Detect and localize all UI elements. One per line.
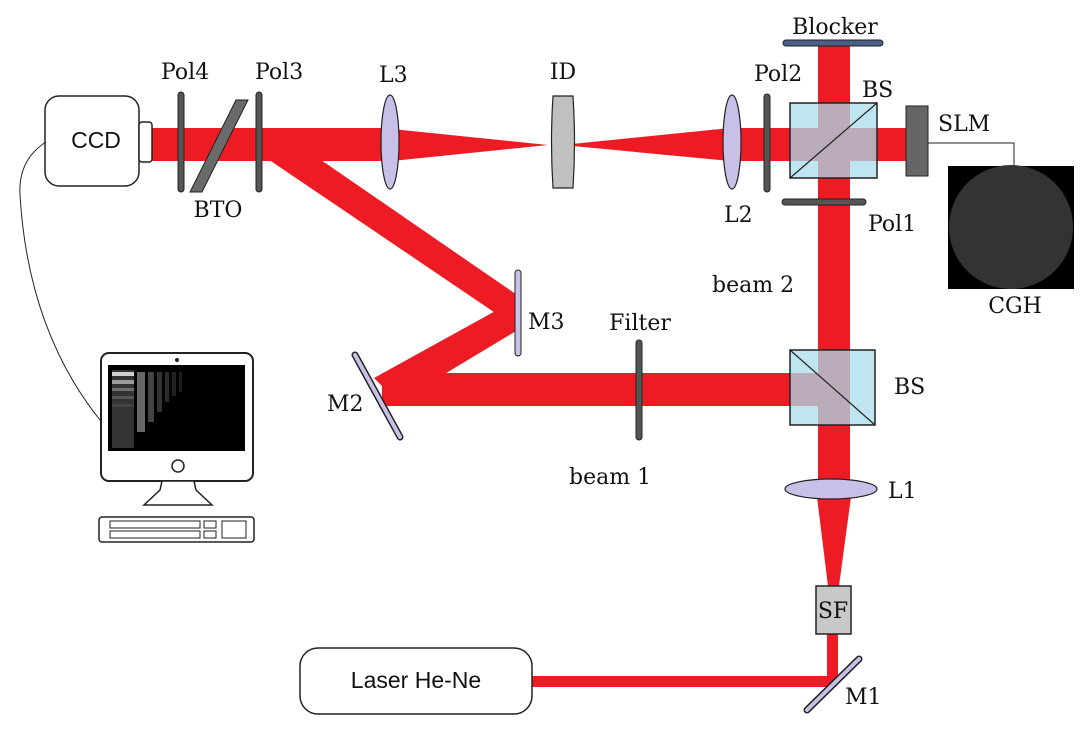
id-aperture [550,95,576,189]
beam-id-to-l3 [392,129,548,161]
polarizer-2: Pol2 [754,62,802,193]
sf-box [815,585,852,635]
blocker-label: Blocker [792,15,878,40]
l2-label: L2 [724,203,753,228]
monitor-stand [142,480,214,506]
l1-lens [784,478,878,500]
blocker: Blocker [782,15,884,47]
id-label: ID [550,60,576,85]
ccd-label: CCD [71,127,121,153]
m2-label: M2 [327,392,364,417]
bs-mid-diagonal [789,349,876,426]
bto-plate [189,99,249,193]
pol4-plate [177,91,185,193]
ccd-lens-mount [138,121,153,163]
l1-label: L1 [888,479,917,504]
filter: Filter [609,311,671,441]
pol2-plate [763,93,771,193]
polarizer-3: Pol3 [255,60,303,193]
slm: SLM [905,105,1015,177]
bto-label: BTO [194,198,243,223]
mirror-m3: M3 [514,269,565,357]
blocker-bar [782,39,884,47]
bs-mid-label: BS [894,375,925,400]
filter-label: Filter [609,311,671,336]
l3-label: L3 [379,63,408,88]
beam2-label: beam 2 [712,273,794,298]
spatial-filter: SF [815,585,852,635]
ccd-cable [19,141,101,421]
slm-cable [928,142,1015,168]
keyboard-keys [109,520,247,539]
m3-label: M3 [528,310,565,335]
cgh: CGH [948,165,1074,319]
slm-label: SLM [938,112,990,137]
polarizer-4: Pol4 [161,60,209,193]
m3-plate [514,269,522,357]
monitor-camera [175,358,179,362]
pol4-label: Pol4 [161,60,209,85]
pol3-plate [255,91,263,193]
beam-laser-to-m1 [532,676,836,687]
keyboard [98,516,255,543]
beam1-label: beam 1 [569,465,651,490]
beam-m2-to-m3 [374,303,521,402]
lens-l3: L3 [379,63,408,190]
m2-plate [353,353,402,439]
sf-label: SF [818,599,848,624]
ccd-camera: CCD [19,95,153,421]
beam-l2-to-id [562,128,730,161]
laser: Laser He-Ne [299,647,533,715]
beam-m3-to-bto [256,140,520,329]
lens-l1: L1 [784,478,917,504]
laser-label: Laser He-Ne [351,667,481,693]
beam-m1-to-sf [827,634,838,682]
l2-lens [722,94,742,190]
pol1-label: Pol1 [868,212,916,237]
polarizer-1: Pol1 [781,198,916,237]
computer [98,352,255,543]
beam-splitter-mid: BS [789,349,925,426]
laser-body [299,647,533,715]
iris-diaphragm: ID [550,60,576,189]
m1-plate [805,657,861,712]
bs-top-diagonal [789,102,878,179]
bs-top-label: BS [862,78,893,103]
bto-crystal: BTO [189,99,249,223]
cgh-hologram [949,165,1073,289]
slm-panel [905,105,929,177]
pol3-label: Pol3 [255,60,303,85]
beam-sf-to-l1 [817,497,851,586]
pol1-plate [781,198,867,206]
interference-pattern-icon [112,370,182,448]
beam-bs-to-m2 [382,373,822,406]
mirror-m2: M2 [327,351,404,441]
cgh-label: CGH [988,294,1042,319]
filter-plate [635,339,643,441]
mirror-m1: M1 [803,655,882,714]
monitor-power-icon [171,459,185,473]
beam-splitter-top: BS [789,78,893,179]
pol2-label: Pol2 [754,62,802,87]
l3-lens [380,94,400,190]
m1-label: M1 [845,685,882,710]
lens-l2: L2 [722,94,753,228]
